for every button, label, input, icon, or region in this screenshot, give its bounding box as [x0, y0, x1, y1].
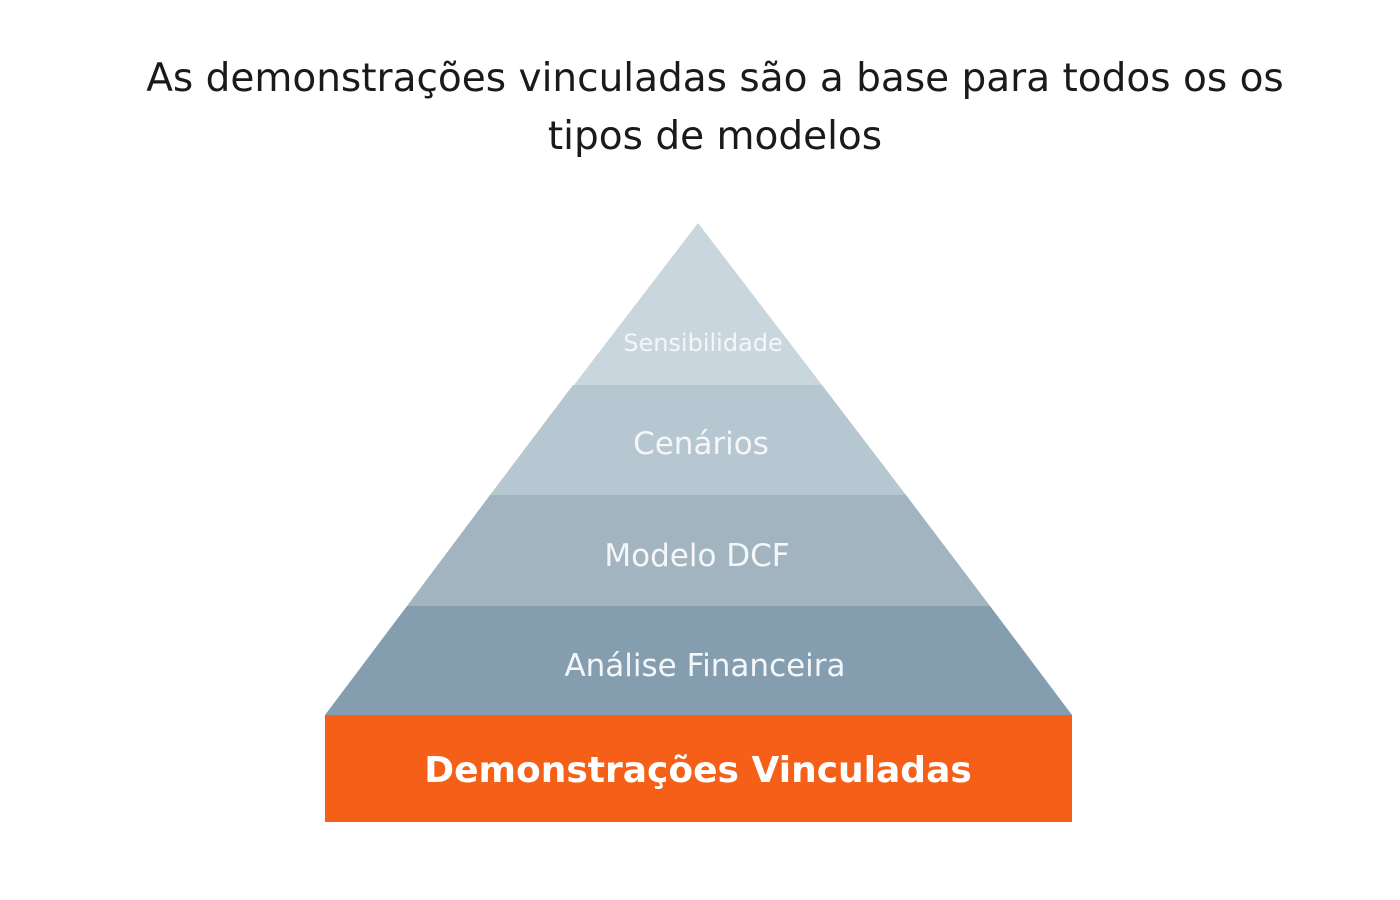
pyramid-tier-modelo-dcf: Modelo DCF	[407, 495, 990, 606]
pyramid-base-label: Demonstrações Vinculadas	[424, 750, 972, 791]
pyramid-tier-cenarios: Cenários	[490, 385, 906, 495]
pyramid-tier-shape	[490, 385, 906, 495]
pyramid-tier-shape	[325, 606, 1072, 715]
pyramid-tier-label: Cenários	[633, 426, 769, 462]
pyramid-tier-analise-financeira: Análise Financeira	[325, 606, 1072, 715]
pyramid-tier-label: Análise Financeira	[564, 648, 845, 684]
pyramid-tier-sensibilidade: Sensibilidade	[574, 223, 822, 385]
pyramid-tier-shape	[574, 223, 822, 385]
pyramid-tier-label: Modelo DCF	[604, 538, 789, 574]
page-title: As demonstrações vinculadas são a base p…	[146, 56, 1284, 159]
pyramid-tier-shape	[407, 495, 990, 606]
pyramid-tier-label: Sensibilidade	[623, 329, 783, 357]
pyramid-base: Demonstrações Vinculadas	[325, 715, 1072, 822]
pyramid-base-bar	[325, 715, 1072, 822]
